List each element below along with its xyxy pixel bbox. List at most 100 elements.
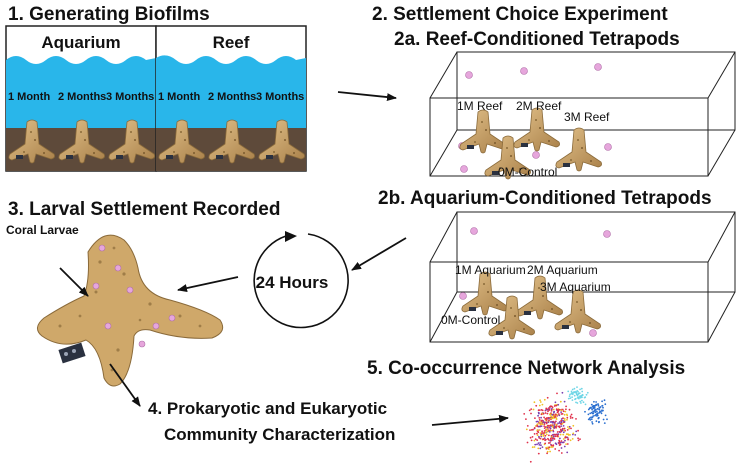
network-node	[533, 439, 536, 442]
network-node	[535, 404, 538, 407]
network-node	[539, 432, 542, 435]
network-node	[537, 452, 540, 455]
reef-tank	[155, 25, 307, 172]
network-node	[562, 431, 565, 434]
network-node	[548, 419, 550, 422]
network-node	[555, 404, 558, 407]
network-node	[598, 421, 600, 424]
network-node	[551, 408, 553, 410]
network-node	[550, 434, 553, 437]
network-node	[557, 403, 560, 406]
network-node	[544, 442, 547, 445]
network-node	[549, 450, 551, 453]
network-node	[550, 444, 553, 447]
network-node	[560, 419, 563, 422]
network-node	[562, 410, 565, 413]
network-node	[531, 436, 534, 438]
network-node	[547, 437, 549, 440]
network-node	[559, 428, 562, 431]
network-node	[545, 433, 548, 436]
network-node	[545, 430, 548, 432]
network-node	[566, 429, 569, 431]
network-node	[571, 388, 574, 391]
network-node	[541, 403, 544, 406]
network-node	[550, 438, 552, 441]
network-node	[551, 421, 554, 424]
network-node	[536, 432, 538, 435]
network-node	[564, 439, 566, 442]
network-node	[602, 406, 604, 409]
network-node	[565, 433, 568, 436]
network-node	[547, 407, 550, 409]
network-node	[566, 418, 568, 421]
network-node	[548, 426, 550, 429]
network-node	[558, 414, 561, 417]
network-node	[592, 415, 595, 417]
network-node	[571, 416, 574, 419]
network-node	[558, 449, 560, 452]
network-node	[577, 437, 579, 440]
network-node	[546, 452, 548, 455]
network-node	[595, 413, 597, 416]
network-node	[530, 408, 533, 410]
network-node	[545, 417, 548, 419]
network-node	[556, 431, 559, 433]
network-node	[571, 392, 573, 394]
network-node	[560, 447, 563, 449]
network-node	[554, 413, 557, 416]
network-node	[600, 412, 603, 415]
step4-title-line2: Community Characterization	[164, 425, 395, 444]
network-node	[544, 409, 547, 411]
network-node	[537, 414, 539, 417]
reef-choice-box	[429, 51, 736, 177]
network-node	[542, 438, 544, 441]
network-node	[550, 415, 553, 418]
network-node	[530, 429, 533, 431]
network-node	[585, 393, 588, 396]
network-node	[575, 418, 577, 420]
network-node	[562, 417, 564, 420]
network-node	[544, 412, 547, 414]
step5-title: 5. Co-occurrence Network Analysis	[367, 358, 685, 379]
network-node	[558, 442, 560, 445]
network-node	[572, 424, 575, 427]
network-node	[557, 413, 560, 415]
network-node	[549, 427, 552, 429]
network-node	[592, 410, 594, 413]
network-node	[534, 425, 537, 427]
network-node	[603, 399, 606, 402]
network-node	[543, 416, 545, 419]
network-node	[574, 397, 577, 400]
network-node	[523, 413, 526, 415]
network-node	[566, 413, 568, 416]
network-node	[591, 408, 593, 411]
network-node	[563, 413, 566, 416]
network-node	[552, 444, 555, 447]
arrow-timer-to-settlement	[177, 276, 239, 293]
step3-title: 3. Larval Settlement Recorded	[8, 199, 280, 220]
network-node	[525, 418, 527, 420]
network-node	[543, 398, 546, 401]
network-node	[533, 446, 536, 448]
network-node	[547, 409, 549, 411]
network-node	[559, 431, 561, 434]
network-node	[569, 434, 571, 436]
step1-title: 1. Generating Biofilms	[8, 4, 210, 25]
network-node	[538, 444, 541, 446]
network-node	[538, 435, 540, 438]
network-node	[533, 427, 536, 429]
network-node	[550, 417, 553, 420]
network-node	[576, 386, 578, 388]
network-node	[564, 410, 567, 413]
network-node	[538, 419, 541, 421]
network-node	[590, 416, 592, 419]
reef-tank-label: Reef	[213, 33, 250, 52]
network-node	[551, 406, 554, 409]
aq-box-label-1m: 1M Aquarium	[455, 263, 526, 277]
network-node	[559, 437, 561, 440]
network-node	[606, 418, 608, 421]
network-node	[546, 450, 549, 453]
network-node	[580, 396, 583, 399]
network-node	[536, 434, 539, 437]
network-node	[534, 417, 536, 419]
